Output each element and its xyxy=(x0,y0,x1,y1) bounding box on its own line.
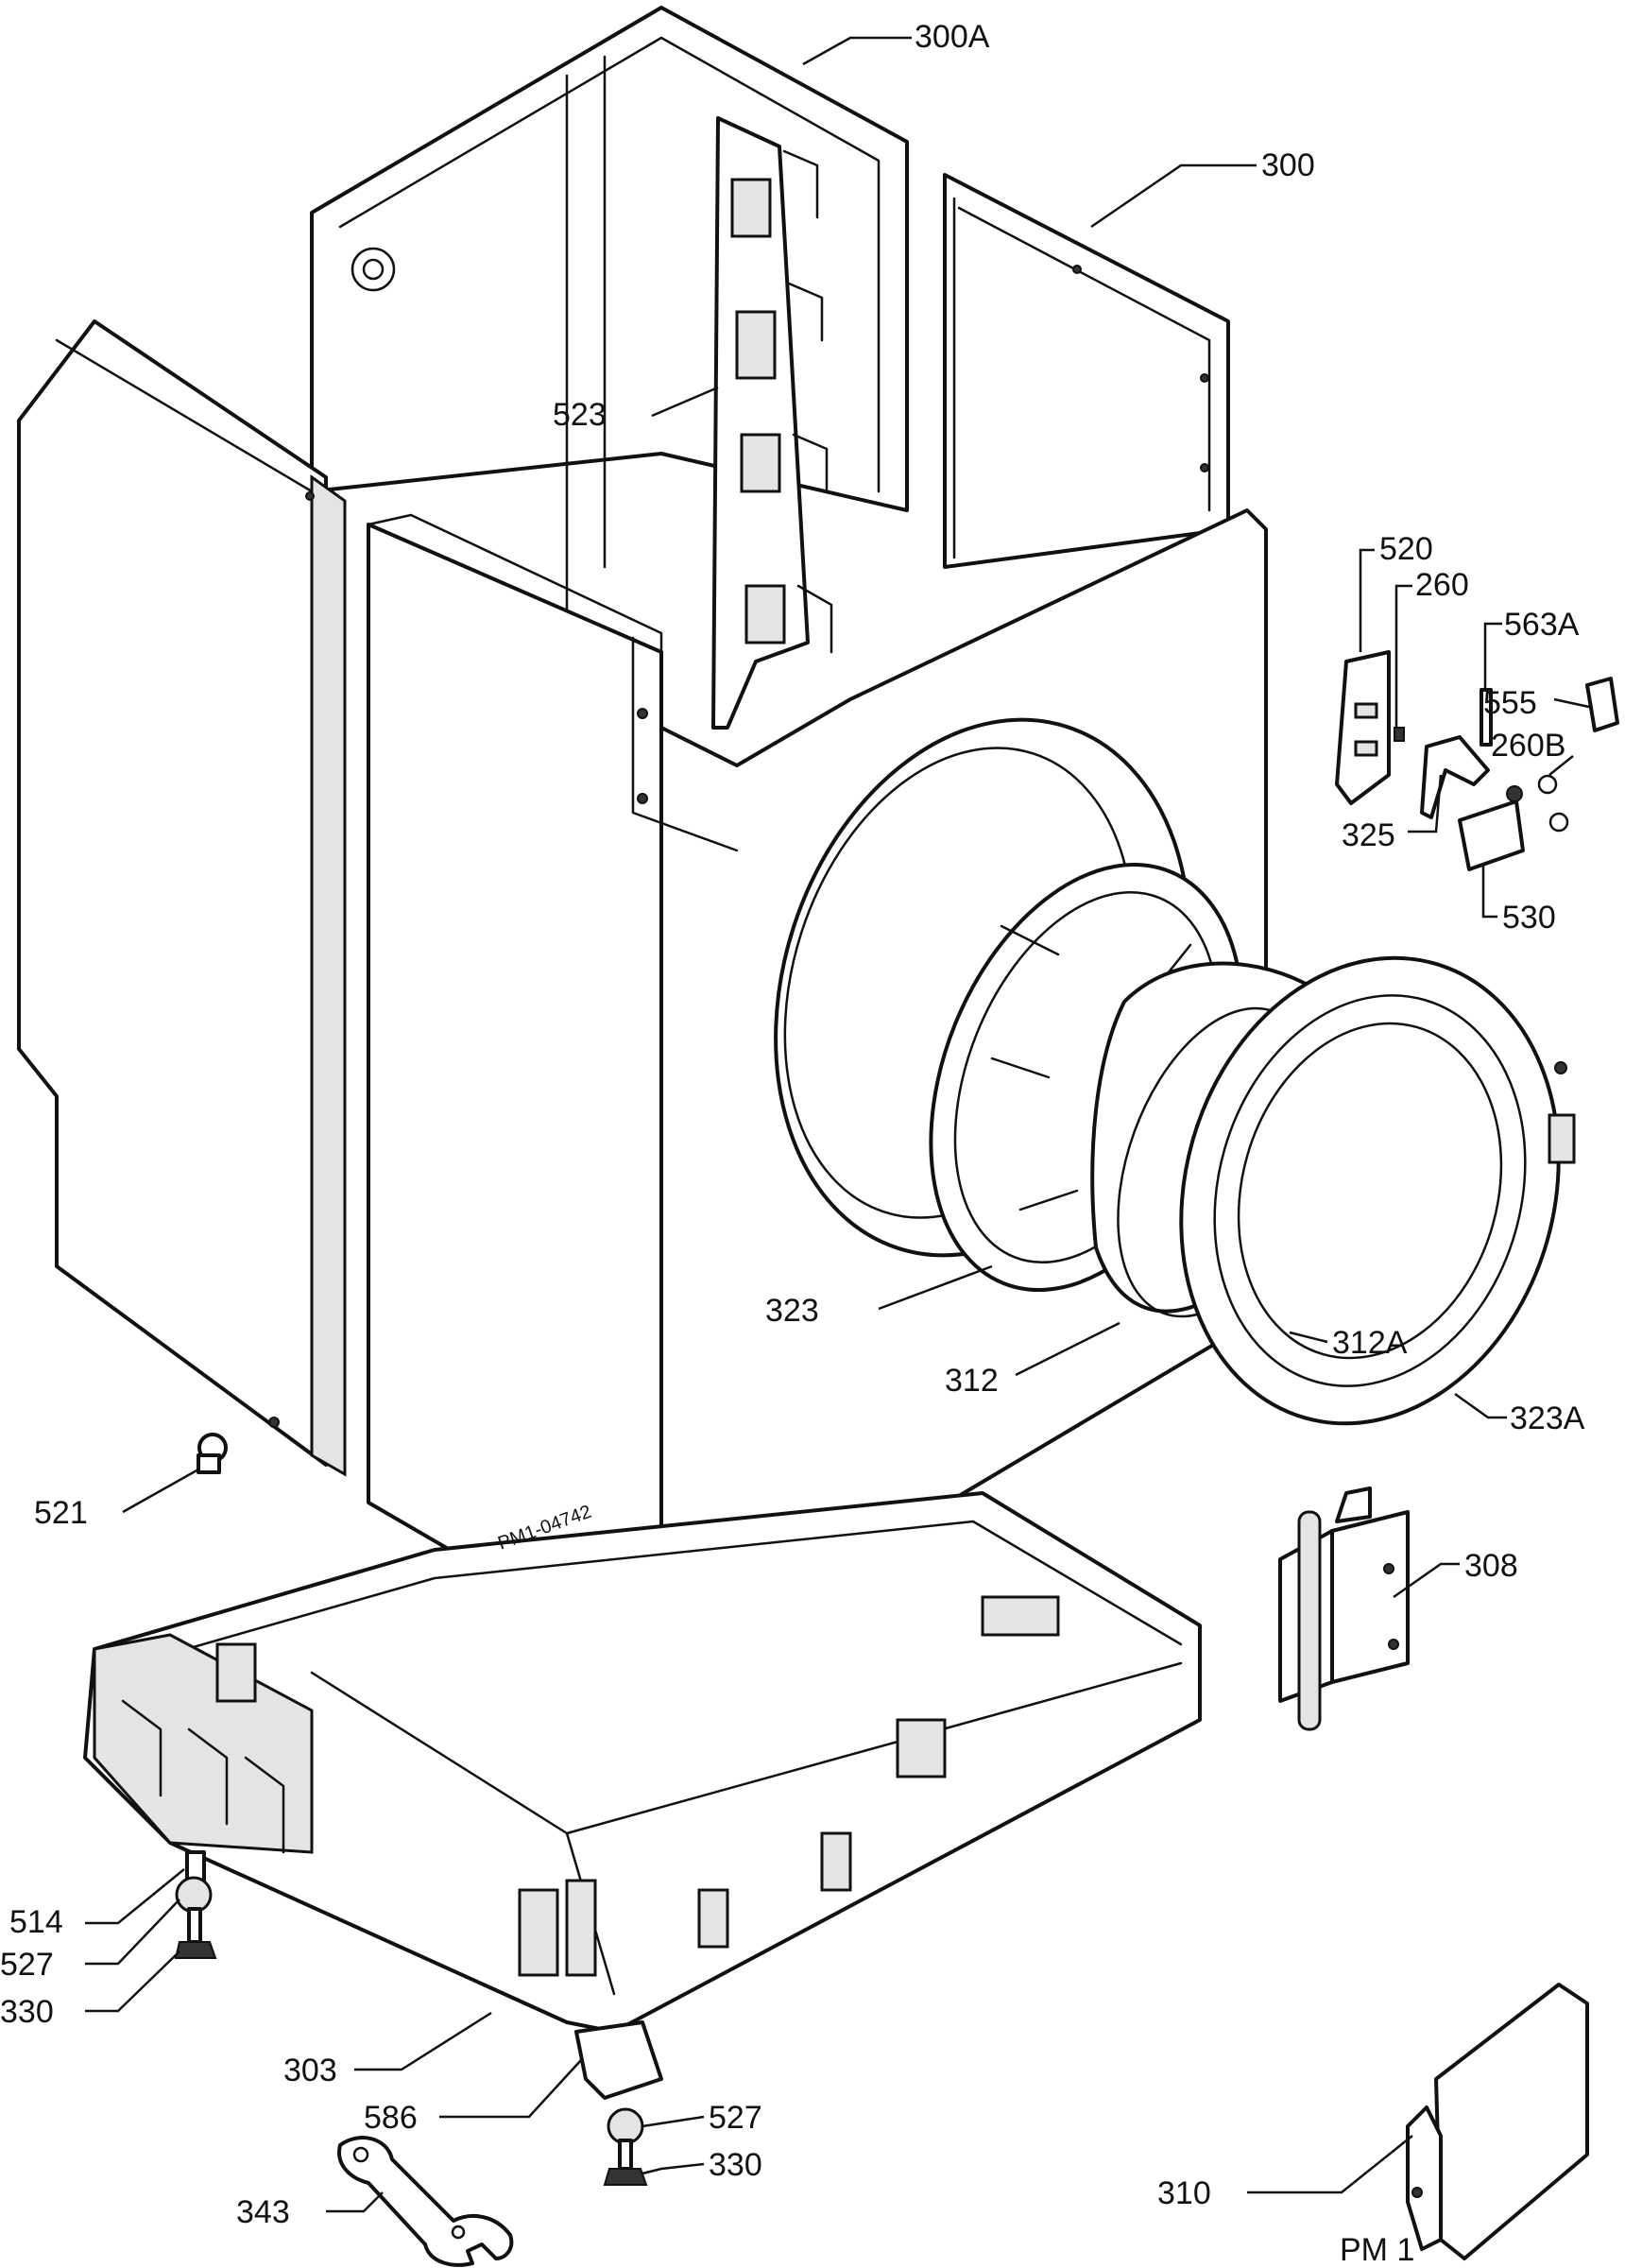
leader-line-300A xyxy=(802,36,912,66)
callout-523: 523 xyxy=(553,397,607,433)
callout-330-right: 330 xyxy=(709,2147,762,2183)
door-lock-assembly xyxy=(1335,650,1619,871)
leader-line-330b xyxy=(641,2162,705,2175)
leader-line-325 xyxy=(1408,774,1443,833)
leader-line-555 xyxy=(1553,697,1590,709)
callout-303: 303 xyxy=(283,2053,337,2088)
door-part xyxy=(1179,955,1576,1426)
callout-514: 514 xyxy=(9,1904,63,1940)
left-foot-assembly xyxy=(174,1850,217,1959)
leader-line-330a xyxy=(85,1950,180,2013)
left-side-panel xyxy=(17,319,347,1477)
callout-586: 586 xyxy=(364,2100,418,2136)
callout-260B: 260B xyxy=(1491,728,1565,764)
callout-323: 323 xyxy=(765,1293,819,1329)
callout-330-left: 330 xyxy=(0,1994,54,2030)
page-tag: PM 1 xyxy=(1340,2232,1414,2268)
leader-line-514 xyxy=(85,1868,185,1925)
callout-312A: 312A xyxy=(1332,1325,1408,1361)
leader-line-312 xyxy=(1015,1321,1120,1377)
screw-part xyxy=(197,1433,228,1474)
callout-312: 312 xyxy=(945,1363,999,1399)
callout-521: 521 xyxy=(34,1495,88,1531)
leader-line-260 xyxy=(1394,584,1412,728)
rear-bracket-part xyxy=(711,116,833,730)
callout-555: 555 xyxy=(1483,685,1537,721)
right-foot-assembly xyxy=(574,2020,663,2186)
leader-line-323A xyxy=(1454,1392,1507,1419)
callout-530: 530 xyxy=(1502,900,1556,936)
access-cover-part xyxy=(1406,1983,1589,2260)
leader-line-312A xyxy=(1289,1331,1328,1344)
leader-line-527b xyxy=(641,2115,705,2128)
callout-300A: 300A xyxy=(915,19,990,55)
callout-527-left: 527 xyxy=(0,1947,54,1983)
leader-line-521 xyxy=(122,1468,199,1514)
callout-343: 343 xyxy=(236,2194,290,2230)
callout-310: 310 xyxy=(1157,2175,1211,2211)
callout-260: 260 xyxy=(1415,567,1469,603)
callout-323A: 323A xyxy=(1510,1400,1585,1436)
leader-line-586 xyxy=(439,2059,582,2119)
leader-line-308 xyxy=(1393,1562,1460,1599)
leader-line-527a xyxy=(85,1899,180,1966)
leader-line-520 xyxy=(1359,548,1375,652)
callout-300: 300 xyxy=(1261,147,1315,183)
right-frame-part xyxy=(943,173,1230,569)
leader-line-530 xyxy=(1481,865,1497,919)
leader-line-260B xyxy=(1548,755,1574,776)
leader-line-323 xyxy=(878,1264,993,1311)
callout-563A: 563A xyxy=(1504,607,1580,643)
callout-520: 520 xyxy=(1379,531,1433,567)
leader-line-563A xyxy=(1483,622,1502,690)
door-hinge-part xyxy=(1278,1486,1410,1731)
wrench-tool-part xyxy=(337,2136,514,2267)
leader-line-300 xyxy=(1090,163,1257,229)
callout-308: 308 xyxy=(1464,1548,1518,1584)
leader-line-310 xyxy=(1247,2135,1413,2194)
leader-line-303 xyxy=(354,2011,492,2071)
base-frame-part: PM1-04742 xyxy=(83,1491,1202,2034)
leader-line-343 xyxy=(326,2191,384,2213)
leader-line-523 xyxy=(651,386,719,418)
callout-325: 325 xyxy=(1342,817,1395,853)
callout-527-right: 527 xyxy=(709,2100,762,2136)
